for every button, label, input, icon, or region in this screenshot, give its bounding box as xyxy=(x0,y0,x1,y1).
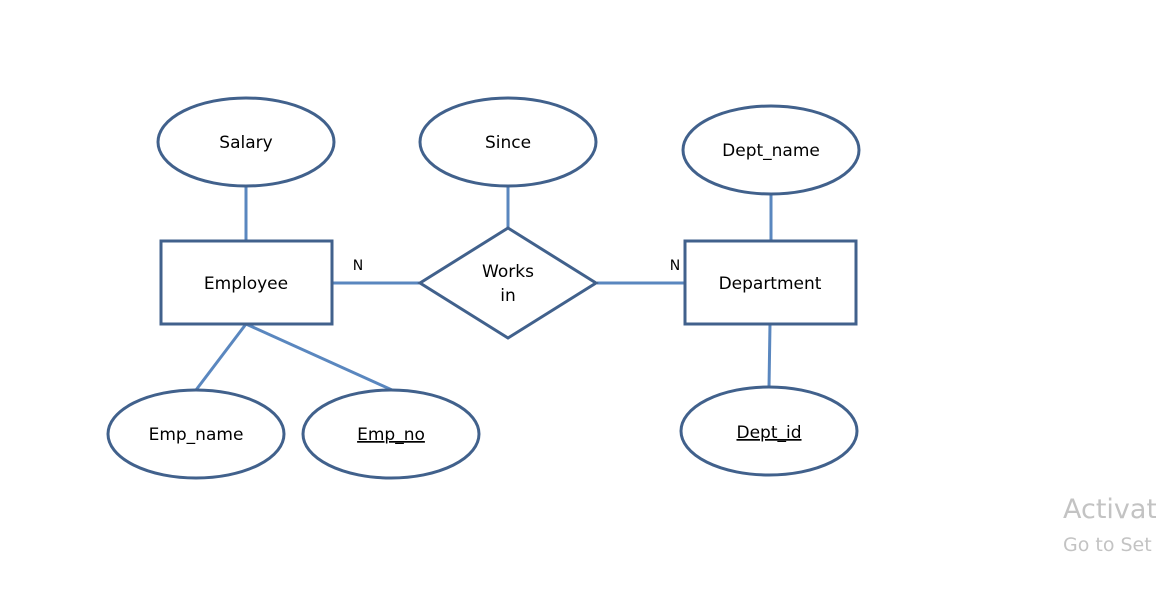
works-in-relationship xyxy=(417,226,599,340)
dept-name-attribute xyxy=(681,104,861,196)
relationship-label-line1: Works xyxy=(482,262,534,282)
dept-name-label: Dept_name xyxy=(722,141,820,161)
relationship-label-line2: in xyxy=(500,286,516,306)
employee-entity xyxy=(159,239,334,326)
dept-id-connector xyxy=(767,323,772,389)
department-entity xyxy=(683,239,858,326)
department-cardinality: N xyxy=(670,258,680,274)
activation-watermark-subtitle: Go to Set xyxy=(1063,534,1152,556)
emp-name-label: Emp_name xyxy=(149,425,244,445)
employee-label: Employee xyxy=(204,274,288,294)
activation-watermark-title: Activate xyxy=(1063,494,1156,525)
salary-label: Salary xyxy=(219,133,272,153)
since-label: Since xyxy=(485,133,531,153)
employee-cardinality: N xyxy=(353,258,363,274)
emp-no-connector xyxy=(245,322,393,392)
emp-no-attribute xyxy=(301,388,481,480)
emp-no-label: Emp_no xyxy=(357,425,425,445)
department-label: Department xyxy=(719,274,822,294)
salary-attribute xyxy=(156,96,336,188)
dept-id-attribute xyxy=(679,385,859,477)
emp-name-connector xyxy=(194,323,248,391)
dept-id-label: Dept_id xyxy=(736,423,801,443)
since-attribute xyxy=(418,96,598,188)
emp-name-attribute xyxy=(106,388,286,480)
